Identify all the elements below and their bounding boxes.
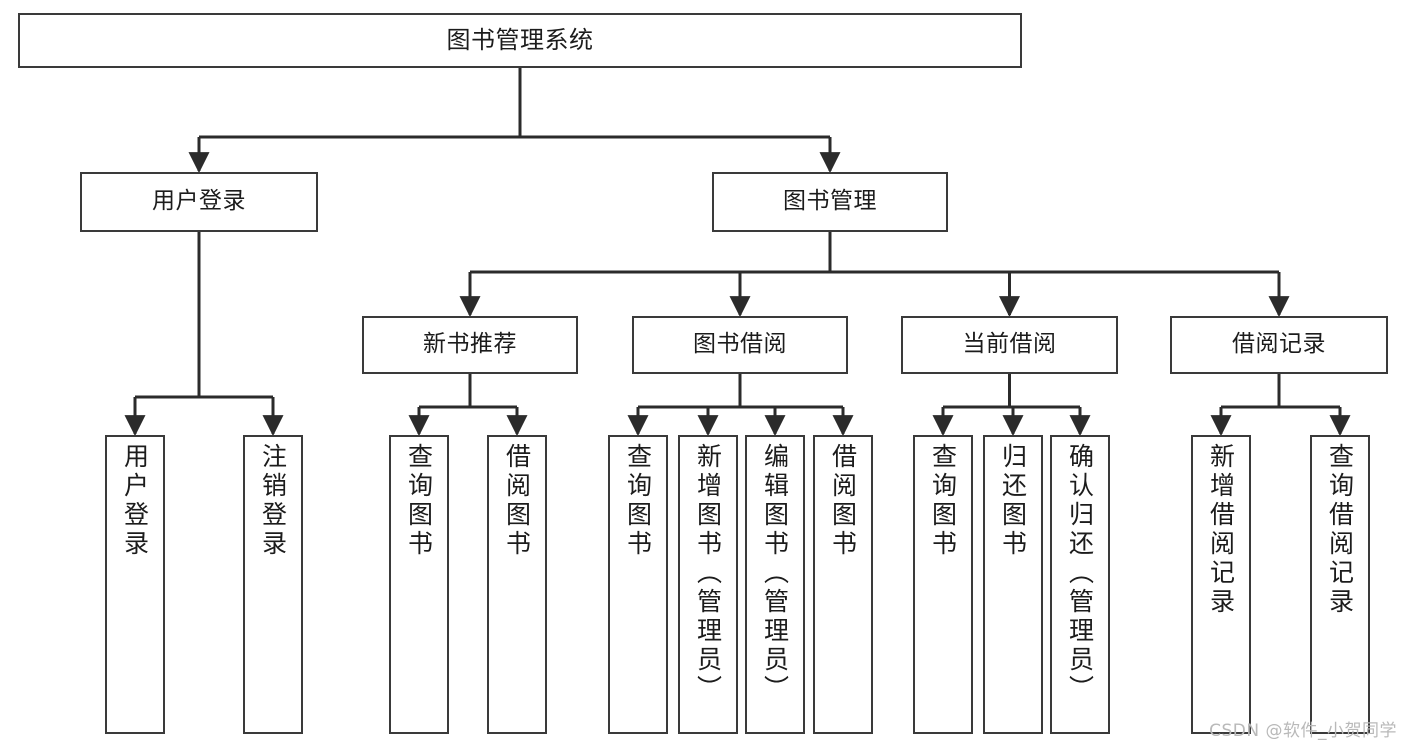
node-label-new-book-recommend: 新书推荐 (423, 331, 517, 358)
watermark-label: CSDN @软件_小贺同学 (1209, 721, 1397, 741)
node-label-leaf-add-borrow-record: 新增借阅记录 (1206, 443, 1236, 617)
node-label-leaf-user-login: 用户登录 (120, 443, 150, 559)
node-new-book-recommend[interactable]: 新书推荐 (362, 316, 578, 374)
node-leaf-query-book-1[interactable]: 查询图书 (389, 435, 449, 734)
node-book-manage[interactable]: 图书管理 (712, 172, 948, 232)
node-root[interactable]: 图书管理系统 (18, 13, 1022, 68)
node-leaf-edit-book-admin[interactable]: 编辑图书（管理员） (745, 435, 805, 734)
node-label-leaf-query-book-1: 查询图书 (404, 443, 434, 559)
node-label-borrow-record: 借阅记录 (1232, 331, 1326, 358)
node-label-leaf-query-book-3: 查询图书 (928, 443, 958, 559)
node-user-login[interactable]: 用户登录 (80, 172, 318, 232)
node-leaf-query-borrow-record[interactable]: 查询借阅记录 (1310, 435, 1370, 734)
node-label-current-borrow: 当前借阅 (962, 331, 1057, 358)
node-leaf-query-book-3[interactable]: 查询图书 (913, 435, 973, 734)
node-leaf-user-login[interactable]: 用户登录 (105, 435, 165, 734)
node-label-leaf-borrow-book-2: 借阅图书 (828, 443, 858, 559)
node-leaf-logout-login[interactable]: 注销登录 (243, 435, 303, 734)
node-current-borrow[interactable]: 当前借阅 (901, 316, 1118, 374)
node-label-user-login: 用户登录 (152, 188, 246, 215)
node-label-leaf-return-book: 归还图书 (998, 443, 1028, 559)
node-label-leaf-query-book-2: 查询图书 (623, 443, 653, 559)
node-label-leaf-query-borrow-record: 查询借阅记录 (1325, 443, 1355, 617)
node-borrow-record[interactable]: 借阅记录 (1170, 316, 1388, 374)
node-label-leaf-confirm-return-admin: 确认归还（管理员） (1065, 443, 1095, 704)
node-label-leaf-add-book-admin: 新增图书（管理员） (693, 443, 723, 704)
node-label-leaf-logout-login: 注销登录 (258, 443, 288, 559)
node-label-book-borrow: 图书借阅 (693, 331, 787, 358)
node-leaf-borrow-book-1[interactable]: 借阅图书 (487, 435, 547, 734)
node-book-borrow[interactable]: 图书借阅 (632, 316, 848, 374)
node-leaf-query-book-2[interactable]: 查询图书 (608, 435, 668, 734)
node-leaf-borrow-book-2[interactable]: 借阅图书 (813, 435, 873, 734)
node-leaf-add-book-admin[interactable]: 新增图书（管理员） (678, 435, 738, 734)
node-label-root: 图书管理系统 (446, 26, 594, 55)
node-leaf-add-borrow-record[interactable]: 新增借阅记录 (1191, 435, 1251, 734)
node-leaf-return-book[interactable]: 归还图书 (983, 435, 1043, 734)
node-label-leaf-edit-book-admin: 编辑图书（管理员） (760, 443, 790, 704)
node-label-leaf-borrow-book-1: 借阅图书 (502, 443, 532, 559)
node-label-book-manage: 图书管理 (783, 188, 877, 215)
node-leaf-confirm-return-admin[interactable]: 确认归还（管理员） (1050, 435, 1110, 734)
